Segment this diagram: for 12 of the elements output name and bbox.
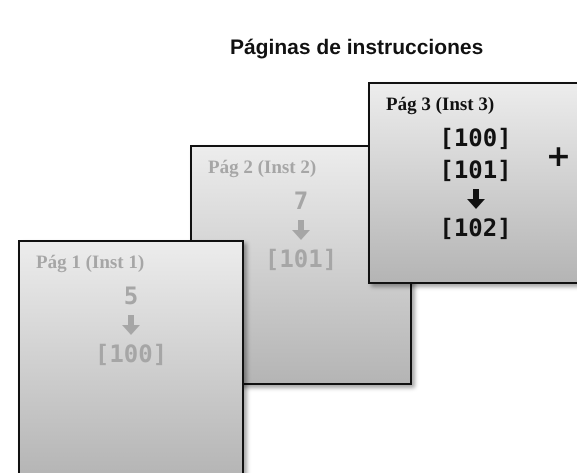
memory-value: [102] [439, 213, 512, 244]
page-card [368, 82, 577, 284]
memory-value: [101] [439, 155, 512, 186]
plus-sign: + [546, 142, 571, 172]
page-heading: Pág 2 (Inst 2) [208, 157, 316, 179]
memory-value: [100] [439, 123, 512, 154]
page-heading: Pág 3 (Inst 3) [386, 94, 494, 116]
memory-value: 7 [294, 186, 308, 217]
diagram-title: Páginas de instrucciones [230, 36, 484, 60]
page-heading: Pág 1 (Inst 1) [36, 252, 144, 274]
page-card [18, 240, 244, 473]
memory-value: 5 [124, 281, 138, 312]
